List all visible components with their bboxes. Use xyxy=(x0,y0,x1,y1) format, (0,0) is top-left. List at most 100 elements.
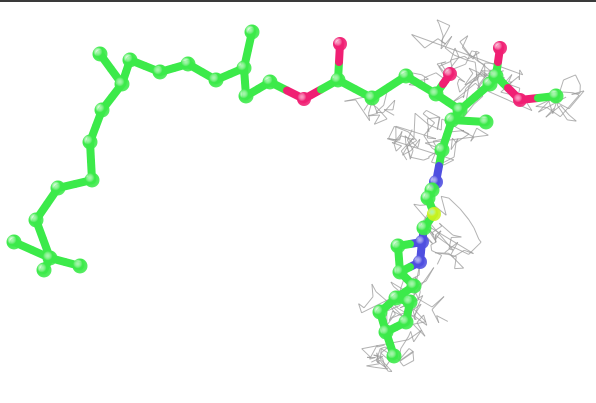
mesh-segment xyxy=(392,312,406,319)
mesh-segment xyxy=(478,74,491,77)
mesh-segment xyxy=(436,255,443,265)
carbon-atom xyxy=(244,24,260,40)
mesh-segment xyxy=(485,62,495,65)
mesh-segment xyxy=(426,109,440,118)
mesh-segment xyxy=(422,113,435,124)
mesh-segment xyxy=(358,303,363,313)
mesh-segment xyxy=(400,150,408,161)
carbon-atom xyxy=(416,220,432,236)
carbon-atom xyxy=(72,258,88,274)
mesh-segment xyxy=(410,331,415,342)
carbon-atom xyxy=(94,102,110,118)
mesh-segment xyxy=(395,125,437,140)
mesh-segment xyxy=(375,348,381,361)
mesh-segment xyxy=(452,137,457,143)
mesh-segment xyxy=(431,232,437,243)
mesh-segment xyxy=(568,94,580,108)
carbon-atom xyxy=(428,86,444,102)
mesh-segment xyxy=(374,366,388,370)
mesh-segment xyxy=(411,34,426,49)
mesh-segment xyxy=(448,252,454,258)
mesh-segment xyxy=(535,100,549,107)
mesh-segment xyxy=(480,70,488,75)
mesh-segment xyxy=(407,131,418,141)
mesh-segment xyxy=(379,358,393,372)
mesh-segment xyxy=(448,248,454,251)
mesh-segment xyxy=(393,286,401,292)
mesh-segment xyxy=(382,358,386,368)
mesh-segment xyxy=(436,19,451,27)
mesh-segment xyxy=(399,131,403,141)
oxygen-atom xyxy=(443,67,457,81)
mesh-segment xyxy=(556,104,568,121)
carbon-atom xyxy=(388,290,404,306)
mesh-segment xyxy=(400,137,414,152)
mesh-segment xyxy=(412,351,415,361)
mesh-segment xyxy=(410,138,421,151)
carbon-atom xyxy=(378,324,394,340)
carbon-atom xyxy=(82,134,98,150)
mesh-segment xyxy=(436,315,440,323)
mesh-segment xyxy=(459,208,470,220)
mesh-segment xyxy=(368,113,371,121)
mesh-segment xyxy=(417,139,421,148)
mesh-segment xyxy=(413,321,426,325)
mesh-segment xyxy=(416,322,426,337)
mesh-segment xyxy=(422,110,427,115)
carbon-atom xyxy=(50,180,66,196)
mesh-segment xyxy=(453,54,468,61)
mesh-segment xyxy=(386,304,401,312)
mesh-segment xyxy=(424,72,437,79)
mesh-segment xyxy=(468,67,479,73)
mesh-segment xyxy=(411,72,422,76)
mesh-segment xyxy=(538,98,552,113)
mesh-segment xyxy=(413,308,427,323)
mesh-segment xyxy=(450,47,456,62)
mesh-segment xyxy=(408,348,414,353)
carbon-atom xyxy=(398,314,414,330)
mesh-segment xyxy=(375,360,389,370)
mesh-segment xyxy=(446,25,451,32)
carbon-atom xyxy=(372,304,388,320)
mesh-segment xyxy=(389,313,396,321)
mesh-segment xyxy=(423,157,430,161)
mesh-segment xyxy=(414,112,429,125)
carbon-atom xyxy=(392,264,408,280)
mesh-segment xyxy=(535,105,547,108)
mesh-segment xyxy=(571,90,585,95)
mesh-segment xyxy=(459,35,469,43)
mesh-segment xyxy=(402,149,412,156)
mesh-segment xyxy=(471,50,477,53)
mesh-segment xyxy=(363,296,374,309)
mesh-segment xyxy=(454,256,457,269)
mesh-segment xyxy=(407,329,422,341)
mesh-segment xyxy=(481,70,491,72)
mesh-segment xyxy=(400,336,410,349)
mesh-segment xyxy=(440,30,448,42)
carbon-atom xyxy=(114,76,130,92)
mesh-segment xyxy=(413,203,454,251)
mesh-segment xyxy=(509,84,520,89)
mesh-segment xyxy=(477,78,485,90)
mesh-segment xyxy=(440,35,453,50)
mesh-segment xyxy=(450,242,459,256)
carbon-atom xyxy=(28,212,44,228)
mesh-segment xyxy=(423,314,428,326)
mesh-segment xyxy=(404,135,419,149)
mesh-segment xyxy=(423,135,433,149)
nitrogen-atom xyxy=(413,255,427,269)
mesh-segment xyxy=(413,330,422,343)
mesh-segment xyxy=(435,235,444,242)
carbon-atom xyxy=(402,294,418,310)
carbon-atom xyxy=(42,250,58,266)
mesh-segment xyxy=(448,197,461,210)
carbon-atom xyxy=(548,88,564,104)
mesh-segment xyxy=(464,79,478,86)
mesh-segment xyxy=(567,119,577,122)
carbon-atom xyxy=(36,262,52,278)
mesh-segment xyxy=(368,114,380,117)
carbon-atom xyxy=(122,52,138,68)
mesh-segment xyxy=(361,348,371,358)
mesh-segment xyxy=(371,283,377,293)
